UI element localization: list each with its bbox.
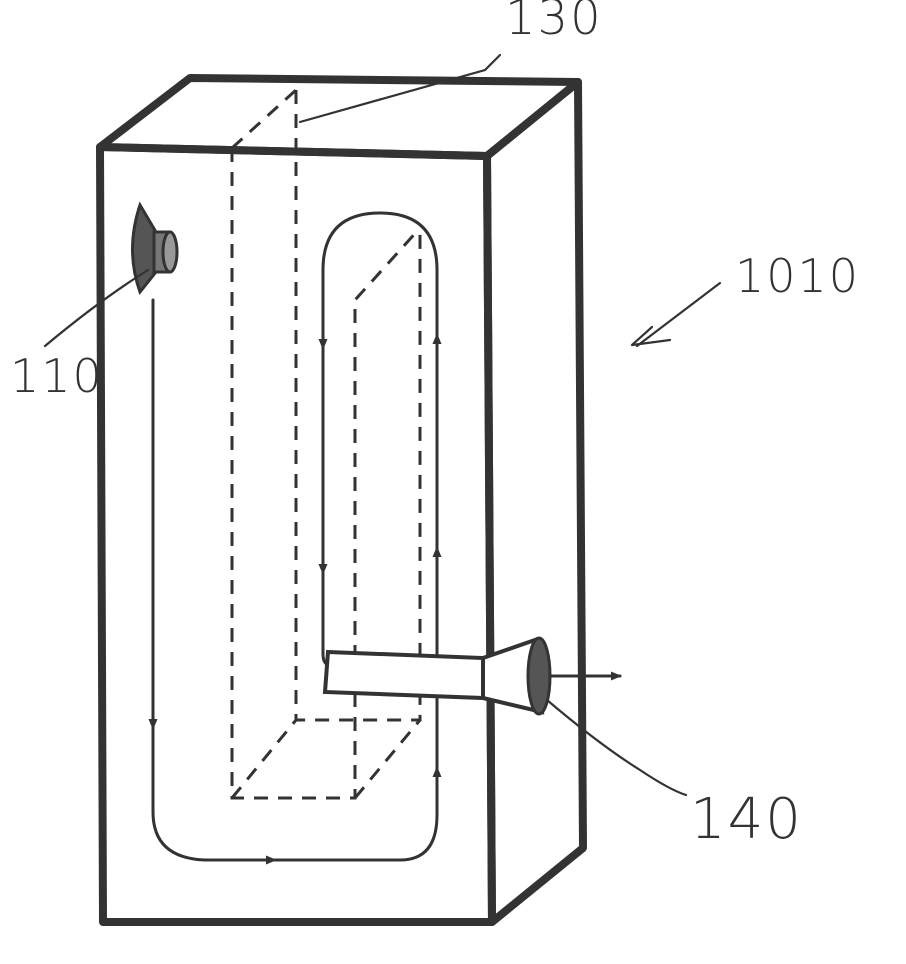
internal-folded-tube	[230, 88, 422, 800]
enclosure-box	[96, 74, 587, 926]
arrow-1010-head	[630, 325, 672, 347]
output-port-horn	[322, 636, 552, 716]
leader-130	[298, 53, 502, 124]
leader-140	[545, 698, 688, 797]
label-110: 110	[10, 349, 104, 403]
label-130: 130	[505, 0, 603, 46]
leader-1010	[635, 281, 722, 348]
leader-lines	[43, 53, 722, 797]
enclosure-side-face	[483, 78, 587, 926]
input-speaker-icon	[131, 201, 179, 296]
leader-110	[43, 268, 150, 348]
sound-path	[148, 211, 622, 865]
label-140: 140	[690, 787, 803, 852]
label-1010: 1010	[735, 249, 860, 303]
